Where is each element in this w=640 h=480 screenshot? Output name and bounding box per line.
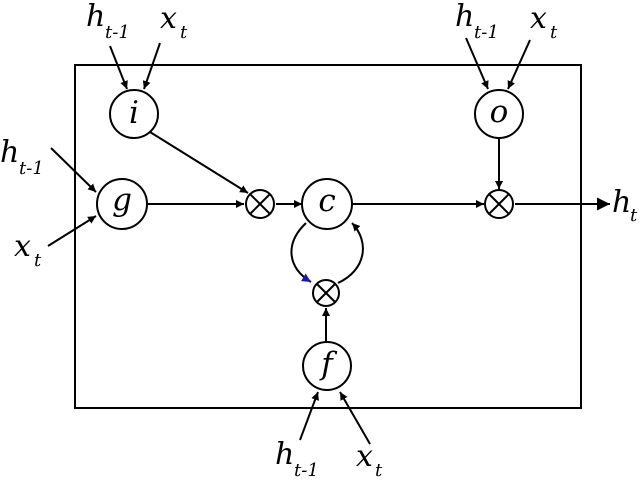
- arrow-h-to-candidate: [50, 147, 97, 193]
- label-h-prev-sub: t-1: [294, 460, 319, 480]
- cell-state-node: [301, 178, 353, 230]
- candidate-node: [96, 178, 148, 230]
- arrow-x-to-candidate: [47, 215, 97, 247]
- label-h-prev-main: h: [275, 437, 294, 472]
- label-h-prev-main: h: [86, 0, 105, 34]
- arrow-x-to-output-gate: [507, 39, 531, 90]
- input-gate-node: [109, 89, 159, 139]
- label-x-main: x: [356, 439, 373, 474]
- multiply-node-forget: [312, 279, 340, 307]
- input-gate-label: i: [129, 95, 139, 131]
- arrow-x-to-forget-gate: [339, 391, 371, 445]
- multiply-node-output: [484, 189, 514, 219]
- multiply-node-input: [245, 189, 275, 219]
- label-x-main: x: [530, 1, 547, 36]
- output-gate-node: [474, 89, 524, 139]
- label-h-prev-main: h: [0, 135, 19, 170]
- label-h-prev-sub: t-1: [19, 158, 44, 179]
- arrow-h-to-input-gate: [109, 45, 128, 90]
- candidate-label: g: [112, 182, 132, 218]
- arrow-input-gate-to-mult: [149, 131, 249, 194]
- output-gate-label: o: [490, 94, 509, 130]
- label-x-main: x: [14, 229, 31, 264]
- forget-gate-node: [302, 341, 352, 391]
- label-h-prev-main: h: [455, 0, 474, 34]
- label-x-main: x: [160, 1, 177, 36]
- label-x-sub: t: [550, 22, 558, 43]
- label-x-sub: t: [180, 22, 188, 43]
- label-h-output-main: h: [612, 185, 631, 220]
- arrow-forget-mult-to-cell: [337, 222, 364, 284]
- arrow-h-to-forget-gate: [299, 391, 319, 441]
- arrow-h-to-output-gate: [465, 37, 489, 90]
- label-x-sub: t: [34, 250, 42, 271]
- label-x-sub: t: [375, 460, 383, 480]
- label-h-prev-sub: t-1: [474, 22, 499, 43]
- cell-state-label: c: [318, 183, 335, 219]
- label-h-prev-sub: t-1: [105, 22, 130, 43]
- arrow-x-to-input-gate: [142, 42, 161, 90]
- arrow-cell-recurrent-loop: [290, 222, 312, 283]
- cell-boundary-box: [74, 64, 582, 409]
- label-h-output-sub: t: [630, 205, 638, 226]
